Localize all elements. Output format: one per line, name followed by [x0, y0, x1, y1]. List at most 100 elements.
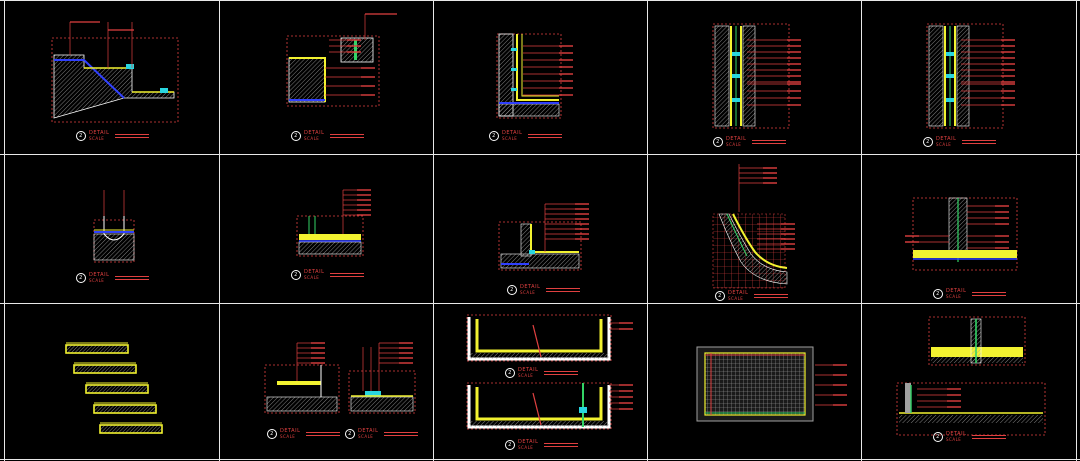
detail-drawing-glass-partition [712, 23, 801, 129]
grid-line-col-3 [647, 0, 648, 461]
detail-cell-mesh-plan [647, 303, 861, 459]
title-underline [972, 435, 1007, 439]
detail-drawing-floor-channel [93, 190, 135, 263]
title-underline [544, 443, 579, 447]
title-underline [528, 134, 563, 138]
detail-drawing-wall-corner [286, 13, 397, 107]
title-underline [115, 134, 150, 138]
detail-number-marker: 2 [923, 137, 933, 147]
grid-line-top [0, 0, 1080, 1]
title-underline [384, 432, 419, 436]
detail-number-marker: 2 [291, 131, 301, 141]
grid-line-col-1 [219, 0, 220, 461]
detail-drawing-glass-partition [926, 23, 1015, 129]
grid-line-col-2 [433, 0, 434, 461]
grid-line-bottom [0, 459, 1080, 460]
title-underline [962, 140, 997, 144]
grid-line-col-4 [861, 0, 862, 461]
title-underline [754, 294, 789, 298]
detail-drawing-column-base [896, 316, 1046, 436]
detail-drawing-floor-step [296, 189, 371, 257]
grid-line-row-2 [0, 303, 1080, 304]
detail-drawing-curved-wall [712, 164, 795, 289]
detail-number-marker: 2 [345, 429, 355, 439]
detail-drawing-twin-bases [264, 342, 416, 414]
grid-line-col-0 [4, 0, 5, 461]
detail-number-marker: 2 [933, 289, 943, 299]
title-underline [544, 371, 579, 375]
title-underline [546, 288, 581, 292]
detail-drawing-wall-section [496, 33, 573, 119]
grid-line-row-1 [0, 154, 1080, 155]
title-underline [330, 134, 365, 138]
detail-drawing-stair-flight [65, 342, 163, 434]
detail-drawing-partition-floor [905, 197, 1018, 271]
title-underline [752, 140, 787, 144]
detail-number-marker: 2 [713, 137, 723, 147]
title-underline [330, 273, 365, 277]
detail-number-marker: 2 [76, 273, 86, 283]
detail-number-marker: 2 [505, 368, 515, 378]
detail-drawing-wall-base [498, 203, 589, 271]
detail-number-marker: 2 [76, 131, 86, 141]
title-underline [306, 432, 341, 436]
detail-number-marker: 2 [489, 131, 499, 141]
detail-number-marker: 2 [267, 429, 277, 439]
detail-number-marker: 2 [933, 432, 943, 442]
detail-drawing-stair-nosing [51, 21, 179, 123]
detail-number-marker: 2 [507, 285, 517, 295]
detail-number-marker: 2 [505, 440, 515, 450]
title-underline [115, 276, 150, 280]
grid-line-col-5 [1076, 0, 1077, 461]
detail-drawing-pool-section [466, 314, 633, 430]
detail-drawing-mesh-plan [696, 346, 847, 422]
detail-number-marker: 2 [291, 270, 301, 280]
detail-number-marker: 2 [715, 291, 725, 301]
title-underline [972, 292, 1007, 296]
